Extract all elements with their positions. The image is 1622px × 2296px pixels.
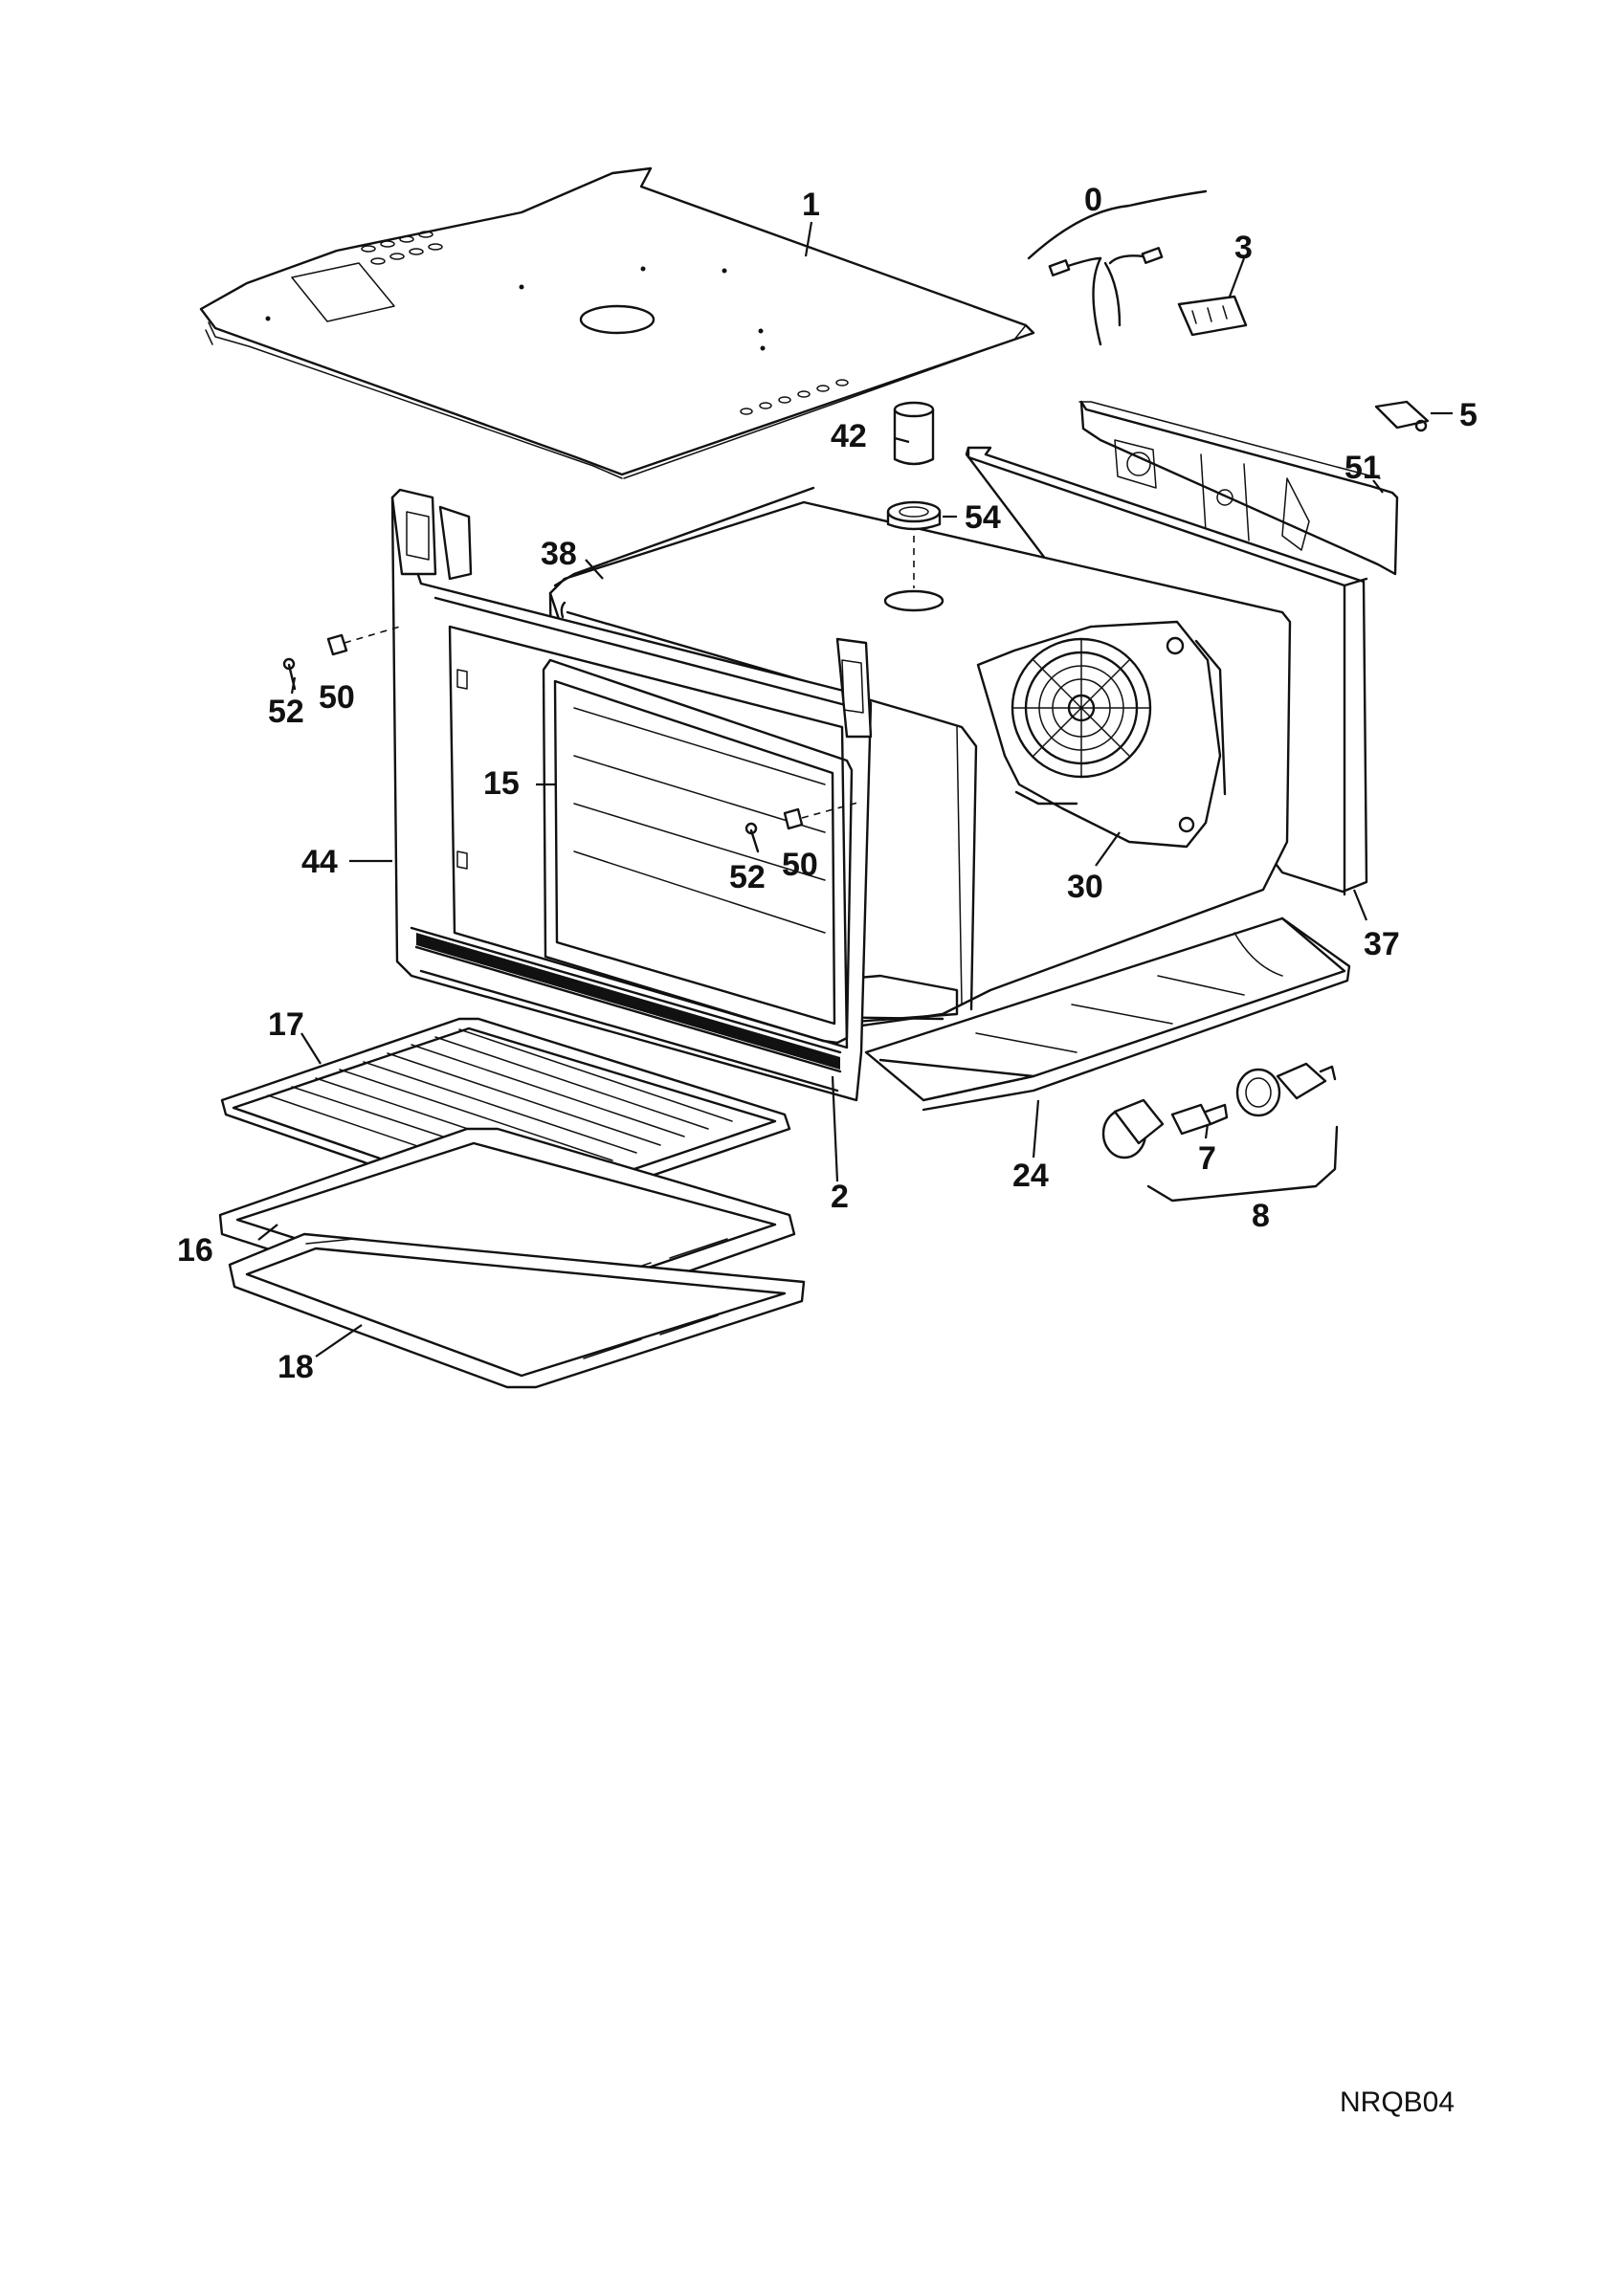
callout-30: 30 — [1067, 869, 1103, 905]
clip — [1374, 400, 1453, 432]
callout-18: 18 — [278, 1349, 314, 1385]
front-frame — [390, 488, 873, 1102]
callout-15: 15 — [483, 765, 520, 802]
callout-51: 51 — [1344, 450, 1381, 486]
callout-0: 0 — [1084, 182, 1102, 218]
vent-parts — [886, 401, 942, 588]
callout-3: 3 — [1234, 230, 1253, 266]
top-cover-plate — [199, 166, 1035, 479]
callout-7: 7 — [1198, 1140, 1216, 1177]
callout-1: 1 — [802, 187, 820, 223]
rear-mounting-panel — [1078, 400, 1399, 576]
callout-54: 54 — [965, 499, 1001, 536]
callout-24: 24 — [1012, 1158, 1049, 1194]
connector-block — [1177, 257, 1248, 337]
drawing-code: NRQB04 — [1340, 2086, 1455, 2118]
base-tray — [864, 916, 1351, 1112]
callout-37: 37 — [1364, 926, 1400, 962]
callout-2: 2 — [831, 1179, 849, 1215]
callout-labels: 0 1 3 5 51 42 54 38 52 50 15 52 50 30 44… — [177, 182, 1478, 1385]
callout-8: 8 — [1252, 1198, 1270, 1234]
callout-52-left: 52 — [268, 694, 304, 730]
callout-38: 38 — [541, 536, 577, 572]
callout-50-right: 50 — [782, 847, 818, 883]
callout-42: 42 — [831, 418, 867, 454]
wiring-loom — [1027, 189, 1208, 346]
callout-52-right: 52 — [729, 859, 766, 895]
callout-16: 16 — [177, 1232, 213, 1269]
roasting-tray — [228, 1232, 806, 1389]
leader-lines — [257, 221, 1384, 1358]
callout-50-left: 50 — [319, 679, 355, 716]
lamp-assembly — [1101, 1062, 1339, 1203]
convection-fan — [976, 620, 1227, 849]
callout-5: 5 — [1459, 397, 1478, 433]
callout-44: 44 — [301, 844, 338, 880]
callout-17: 17 — [268, 1006, 304, 1043]
